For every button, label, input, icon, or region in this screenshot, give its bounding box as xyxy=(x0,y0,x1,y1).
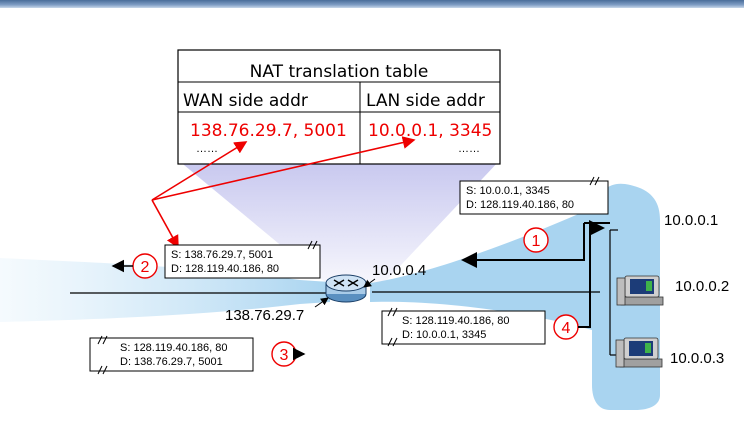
lan-entry: 10.0.0.1, 3345 xyxy=(368,121,492,141)
step-4-number: 4 xyxy=(562,320,571,337)
packet-1-path xyxy=(461,223,585,268)
translation-pointers xyxy=(151,136,416,249)
router-wan-pointer xyxy=(314,297,329,308)
packet-1-destination: D: 128.119.40.186, 80 xyxy=(466,199,574,211)
packet-3-source: S: 128.119.40.186, 80 xyxy=(120,342,227,354)
packet-2: S: 138.76.29.7, 5001 D: 128.119.40.186, … xyxy=(164,240,321,279)
router-lan-pointer xyxy=(363,278,376,288)
step-1-number: 1 xyxy=(532,233,541,250)
wan-more: …… xyxy=(196,143,218,155)
top-banner-bar xyxy=(0,0,744,8)
packet-4: S: 128.119.40.186, 80 D: 10.0.0.1, 3345 xyxy=(381,307,546,347)
table-title: NAT translation table xyxy=(250,62,429,82)
lan-more: …… xyxy=(458,143,480,155)
nat-router xyxy=(325,274,367,303)
router-lan-address: 10.0.0.4 xyxy=(372,262,426,279)
step-1-badge xyxy=(523,227,549,253)
packet-2-destination: D: 128.119.40.186, 80 xyxy=(171,263,279,275)
packet-2-source: S: 138.76.29.7, 5001 xyxy=(171,249,273,261)
packet-3-destination: D: 138.76.29.7, 5001 xyxy=(120,356,223,368)
packet-3: S: 128.119.40.186, 80 D: 138.76.29.7, 50… xyxy=(89,335,254,375)
host-2-computer-icon xyxy=(616,275,664,306)
lan-header: LAN side addr xyxy=(366,91,485,111)
wan-entry: 138.76.29.7, 5001 xyxy=(190,121,347,141)
router-wan-address: 138.76.29.7 xyxy=(225,307,304,324)
host-2-address: 10.0.0.2 xyxy=(675,278,729,295)
table-glow xyxy=(178,160,500,282)
packet-1: S: 10.0.0.1, 3345 D: 128.119.40.186, 80 xyxy=(459,176,609,215)
step-4-arrow xyxy=(578,220,605,328)
packet-4-destination: D: 10.0.0.1, 3345 xyxy=(402,329,486,341)
nat-translation-table: NAT translation table WAN side addr LAN … xyxy=(177,49,501,165)
host-3-address: 10.0.0.3 xyxy=(670,350,724,367)
step-2-number: 2 xyxy=(141,259,150,276)
wan-header: WAN side addr xyxy=(183,91,308,111)
packet-4-source: S: 128.119.40.186, 80 xyxy=(402,315,509,327)
packet-1-source: S: 10.0.0.1, 3345 xyxy=(466,185,550,197)
host-1-address: 10.0.0.1 xyxy=(664,212,718,229)
lan-network-region xyxy=(370,183,660,410)
step-3-number: 3 xyxy=(280,347,289,364)
host-3-computer-icon xyxy=(615,337,663,368)
